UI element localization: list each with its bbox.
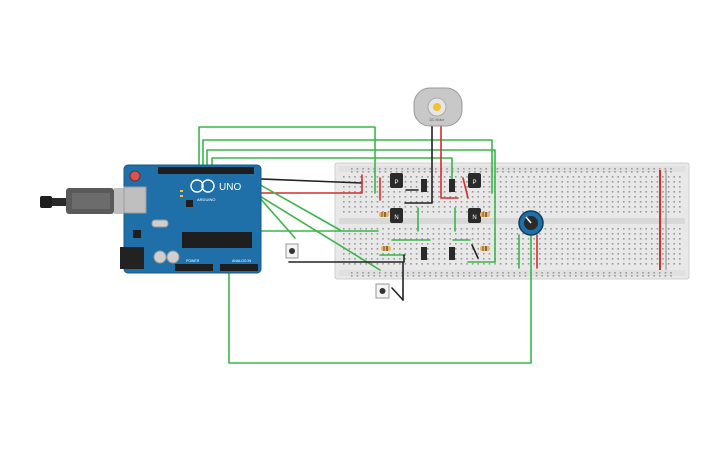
board-brand-text: ARDUINO: [197, 197, 215, 202]
diode-4[interactable]: [449, 247, 455, 260]
board-logo-text: UNO: [219, 182, 241, 193]
crystal: [151, 219, 169, 228]
wire-green-diag-1[interactable]: [239, 183, 381, 271]
push-button-1[interactable]: [285, 243, 299, 259]
diode-3[interactable]: [421, 247, 427, 260]
diode-1[interactable]: [421, 179, 427, 192]
power-label: POWER: [186, 259, 200, 263]
arduino-uno-board[interactable]: UNO ARDUINO POWER ANALOG IN: [120, 164, 262, 274]
usb-port: [123, 186, 147, 214]
potentiometer-knob-icon[interactable]: [518, 210, 544, 236]
barrel-jack-icon[interactable]: [120, 247, 144, 269]
wire-green-1[interactable]: [198, 126, 376, 194]
svg-text:N: N: [472, 215, 476, 221]
wire-green-pot[interactable]: [228, 234, 532, 364]
resistor-3[interactable]: [381, 246, 391, 251]
wire-green-3[interactable]: [206, 149, 496, 263]
wire-bb-red-2[interactable]: [462, 177, 469, 199]
wire-motor-black[interactable]: [404, 122, 433, 204]
transistor-2[interactable]: P: [468, 173, 481, 188]
transistor-3[interactable]: N: [390, 208, 403, 223]
capacitor-1: [153, 250, 167, 264]
svg-text:P: P: [472, 180, 476, 186]
wire-green-4[interactable]: [211, 157, 453, 189]
analog-label: ANALOG IN: [232, 259, 252, 263]
power-header[interactable]: [175, 264, 213, 271]
atmega-chip: [182, 232, 252, 248]
dc-motor[interactable]: DC Motor: [413, 87, 463, 127]
svg-text:N: N: [394, 215, 398, 221]
diode-2[interactable]: [449, 179, 455, 192]
reset-button[interactable]: [129, 170, 141, 182]
transistor-4[interactable]: N: [468, 208, 481, 223]
wire-red-5v[interactable]: [235, 174, 363, 194]
regulator: [133, 230, 141, 238]
capacitor-2: [166, 250, 180, 264]
led-rx: [180, 195, 183, 197]
push-button-2[interactable]: [375, 283, 390, 299]
transistor-1[interactable]: P: [390, 173, 403, 188]
wire-green-2[interactable]: [202, 139, 493, 194]
led-tx: [180, 190, 183, 192]
wire-motor-red[interactable]: [440, 122, 459, 199]
resistor-1[interactable]: [379, 212, 389, 217]
digital-header[interactable]: [158, 167, 254, 174]
motor-label: DC Motor: [430, 118, 446, 122]
resistor-4[interactable]: [480, 246, 490, 251]
arduino-logo: UNO ARDUINO: [190, 179, 241, 202]
wire-green-diag-3[interactable]: [247, 177, 341, 231]
wire-black-btn[interactable]: [288, 261, 404, 301]
resistor-2[interactable]: [480, 212, 490, 217]
analog-header[interactable]: [220, 264, 258, 271]
wire-bb-black-2[interactable]: [471, 244, 479, 259]
wires[interactable]: [198, 122, 538, 364]
usb-chip: [186, 200, 193, 207]
wire-black-btn-2[interactable]: [391, 287, 404, 301]
components[interactable]: P P N N: [379, 173, 544, 260]
svg-text:P: P: [394, 180, 398, 186]
